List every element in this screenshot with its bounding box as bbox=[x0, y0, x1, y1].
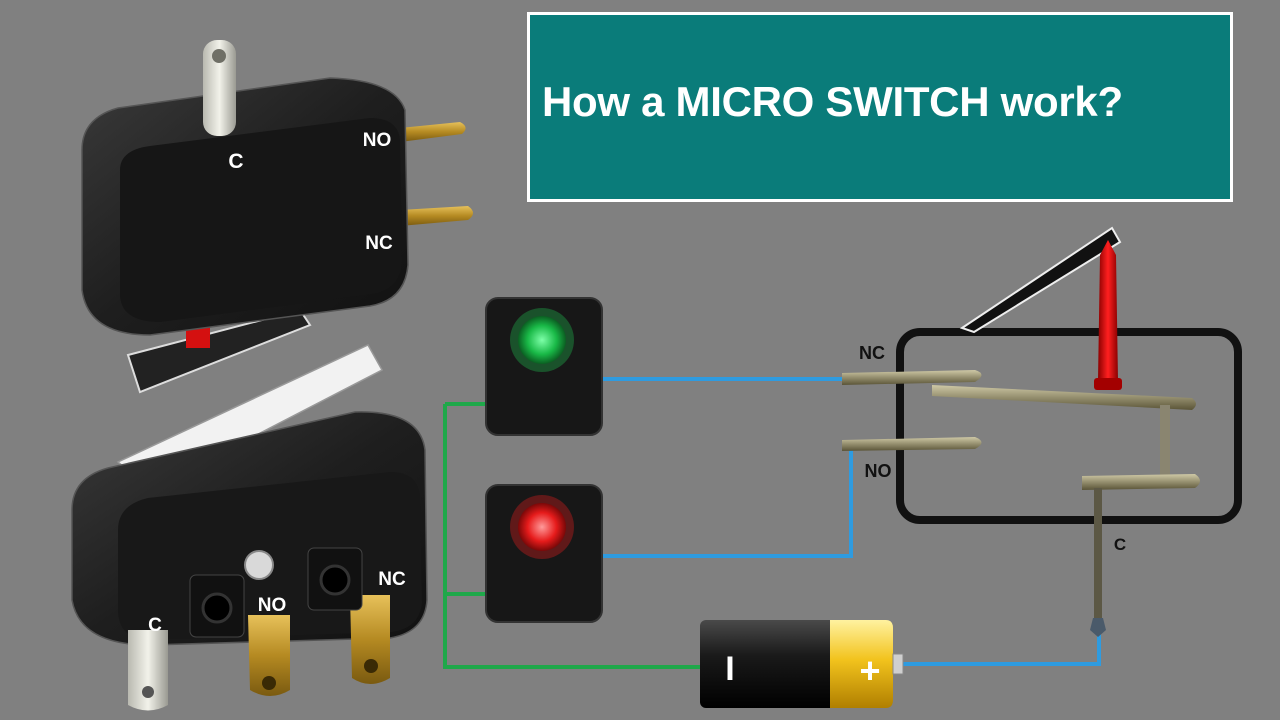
red-lamp-bulb bbox=[518, 503, 566, 551]
bottom-switch-no-terminal-hole bbox=[262, 676, 276, 690]
top-micro-switch: C NO NC bbox=[81, 40, 473, 394]
red-lamp bbox=[485, 484, 603, 623]
battery-plus-label: + bbox=[859, 650, 880, 691]
schematic-no-contact bbox=[842, 437, 982, 451]
schematic-label-c: C bbox=[1114, 535, 1126, 554]
top-switch-c-terminal-hole bbox=[212, 49, 226, 63]
green-wire-main bbox=[443, 404, 710, 669]
top-switch-label-nc: NC bbox=[365, 233, 393, 254]
green-lamp bbox=[485, 297, 603, 436]
schematic-spring-post bbox=[1160, 405, 1170, 475]
battery: I + bbox=[700, 620, 904, 708]
top-switch-lever bbox=[126, 308, 312, 394]
page-title: How a MICRO SWITCH work? bbox=[542, 78, 1123, 125]
bottom-switch-nc-terminal-hole bbox=[364, 659, 378, 673]
bottom-switch-nc-terminal bbox=[350, 595, 390, 684]
green-lamp-bulb bbox=[518, 316, 566, 364]
top-switch-c-terminal bbox=[203, 40, 236, 136]
schematic-label-nc: NC bbox=[859, 343, 885, 363]
bottom-switch-no-terminal bbox=[248, 615, 290, 696]
schematic-c-contact bbox=[1082, 474, 1200, 490]
top-switch-face bbox=[120, 118, 402, 322]
switch-schematic: NC NO C bbox=[842, 226, 1242, 637]
title-banner: How a MICRO SWITCH work? bbox=[527, 12, 1233, 202]
red-lamp-housing bbox=[485, 484, 603, 623]
top-switch-no-terminal bbox=[400, 122, 466, 142]
bottom-switch-label-nc: NC bbox=[378, 569, 406, 590]
top-switch-nc-terminal bbox=[400, 206, 473, 226]
schematic-lever bbox=[959, 226, 1122, 334]
battery-positive-nub bbox=[892, 653, 904, 675]
blue-wire-red-lamp-to-no bbox=[602, 448, 853, 558]
bottom-switch-c-terminal-hole bbox=[142, 686, 154, 698]
battery-minus-label: I bbox=[725, 650, 734, 688]
bottom-switch-rivet bbox=[244, 550, 274, 580]
schematic-plunger-base bbox=[1094, 378, 1122, 390]
schematic-c-lead-tip bbox=[1090, 618, 1106, 637]
bottom-switch-screw-right bbox=[319, 564, 351, 596]
schematic-housing bbox=[896, 328, 1242, 524]
battery-gold-section bbox=[830, 620, 893, 708]
top-switch-label-no: NO bbox=[363, 130, 392, 151]
green-lamp-housing bbox=[485, 297, 603, 436]
wires bbox=[443, 377, 1101, 669]
bottom-switch-label-no: NO bbox=[258, 595, 287, 616]
battery-black-section bbox=[700, 620, 840, 708]
bottom-switch-label-c: C bbox=[148, 615, 162, 636]
top-switch-label-c: C bbox=[228, 150, 243, 173]
blue-wire-battery-to-c bbox=[900, 628, 1101, 666]
schematic-plunger bbox=[1098, 240, 1118, 382]
schematic-nc-contact bbox=[842, 370, 982, 385]
bottom-switch-c-terminal bbox=[128, 630, 168, 711]
bottom-switch-screw-left bbox=[201, 592, 233, 624]
schematic-moving-arm bbox=[932, 385, 1196, 410]
schematic-label-no: NO bbox=[865, 461, 892, 481]
bottom-micro-switch: C NO NC bbox=[71, 344, 428, 711]
schematic-c-lead bbox=[1094, 488, 1102, 618]
